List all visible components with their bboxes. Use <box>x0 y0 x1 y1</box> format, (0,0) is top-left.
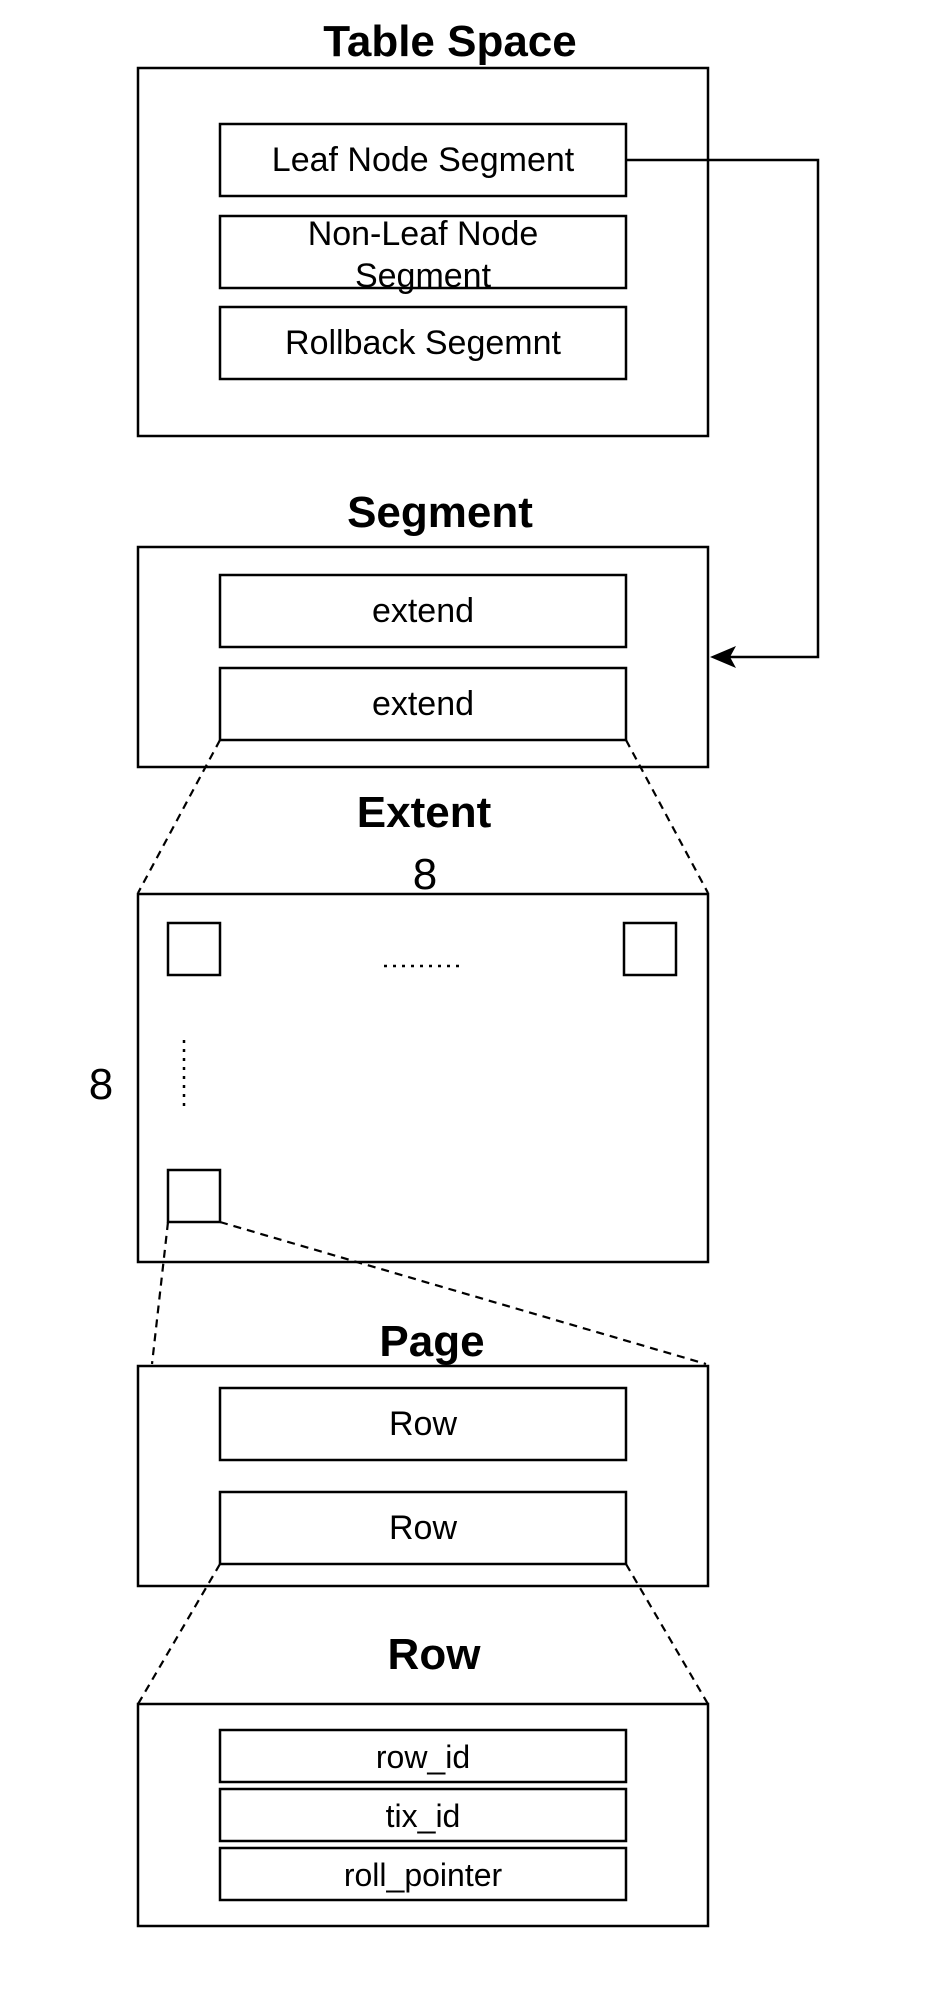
extent-box <box>136 892 710 1264</box>
page-row-label-2: Row <box>389 1509 457 1547</box>
row-id-label: row_id <box>376 1739 470 1775</box>
extend-label-2: extend <box>372 685 474 723</box>
row-id-box <box>218 1728 628 1784</box>
page-cell-top-left <box>166 921 222 977</box>
page-zoom-line-left <box>150 1221 170 1365</box>
segment-title: Segment <box>347 488 533 537</box>
page-row-box-2 <box>218 1490 628 1566</box>
leaf-to-segment-connector <box>626 158 820 659</box>
page-zoom-line-right <box>219 1220 707 1366</box>
page-title: Page <box>379 1317 484 1366</box>
extend-zoom-line-right <box>625 739 709 894</box>
leaf-node-segment-label: Leaf Node Segment <box>272 141 575 179</box>
extent-height-label: 8 <box>89 1060 113 1109</box>
tix-id-label: tix_id <box>386 1798 461 1834</box>
page-cell-bottom-left <box>166 1168 222 1224</box>
extend-label-1: extend <box>372 592 474 630</box>
non-leaf-node-segment-label-line1: Non-Leaf Node <box>308 215 539 253</box>
page-row-label-1: Row <box>389 1405 457 1443</box>
tix-id-box <box>218 1787 628 1843</box>
roll-pointer-label: roll_pointer <box>344 1857 503 1893</box>
rollback-segment-box <box>218 305 628 381</box>
leaf-node-segment-box <box>218 122 628 198</box>
extent-title: Extent <box>357 788 492 837</box>
extend-zoom-line-left <box>137 739 221 894</box>
extend-box-1 <box>218 573 628 649</box>
extend-box-2 <box>218 666 628 742</box>
extent-width-label: 8 <box>413 850 437 899</box>
row-title: Row <box>388 1630 482 1679</box>
rollback-segment-label: Rollback Segemnt <box>285 324 561 362</box>
non-leaf-node-segment-box <box>218 214 628 290</box>
arrowhead-icon <box>710 646 736 668</box>
roll-pointer-box <box>218 1846 628 1902</box>
page-row-box-1 <box>218 1386 628 1462</box>
page-cell-top-right <box>622 921 678 977</box>
table-space-title: Table Space <box>323 17 577 66</box>
non-leaf-node-segment-label-line2: Segment <box>355 257 492 295</box>
